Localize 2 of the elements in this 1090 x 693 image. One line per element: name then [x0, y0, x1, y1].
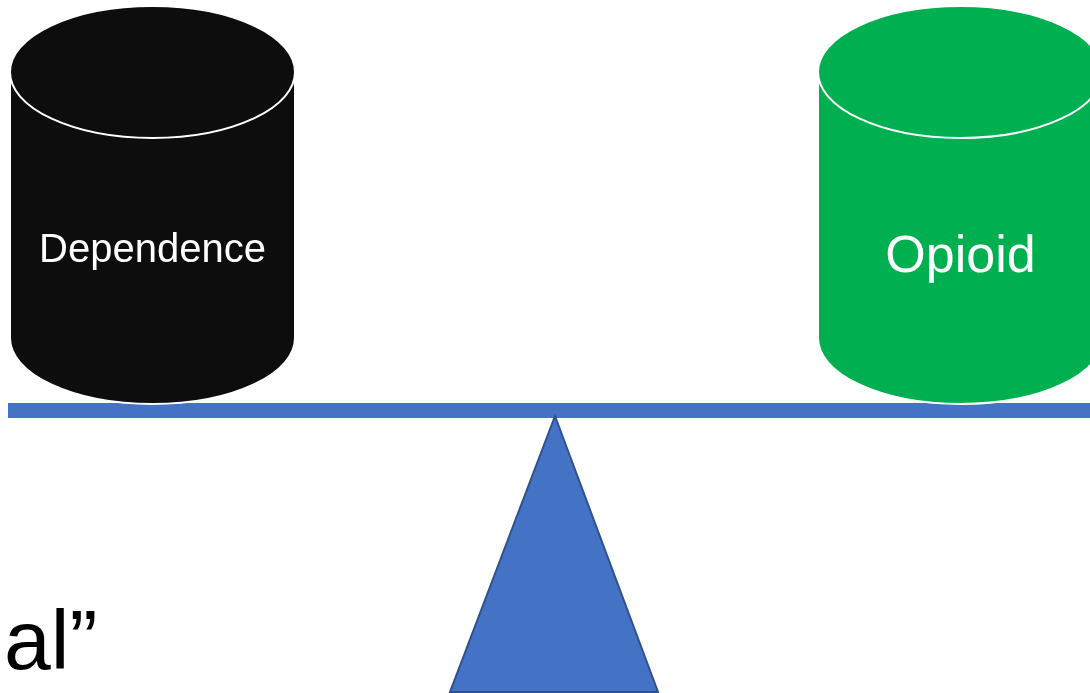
text-fragment: al” — [4, 598, 98, 682]
cylinder-label: Dependence — [38, 228, 267, 268]
